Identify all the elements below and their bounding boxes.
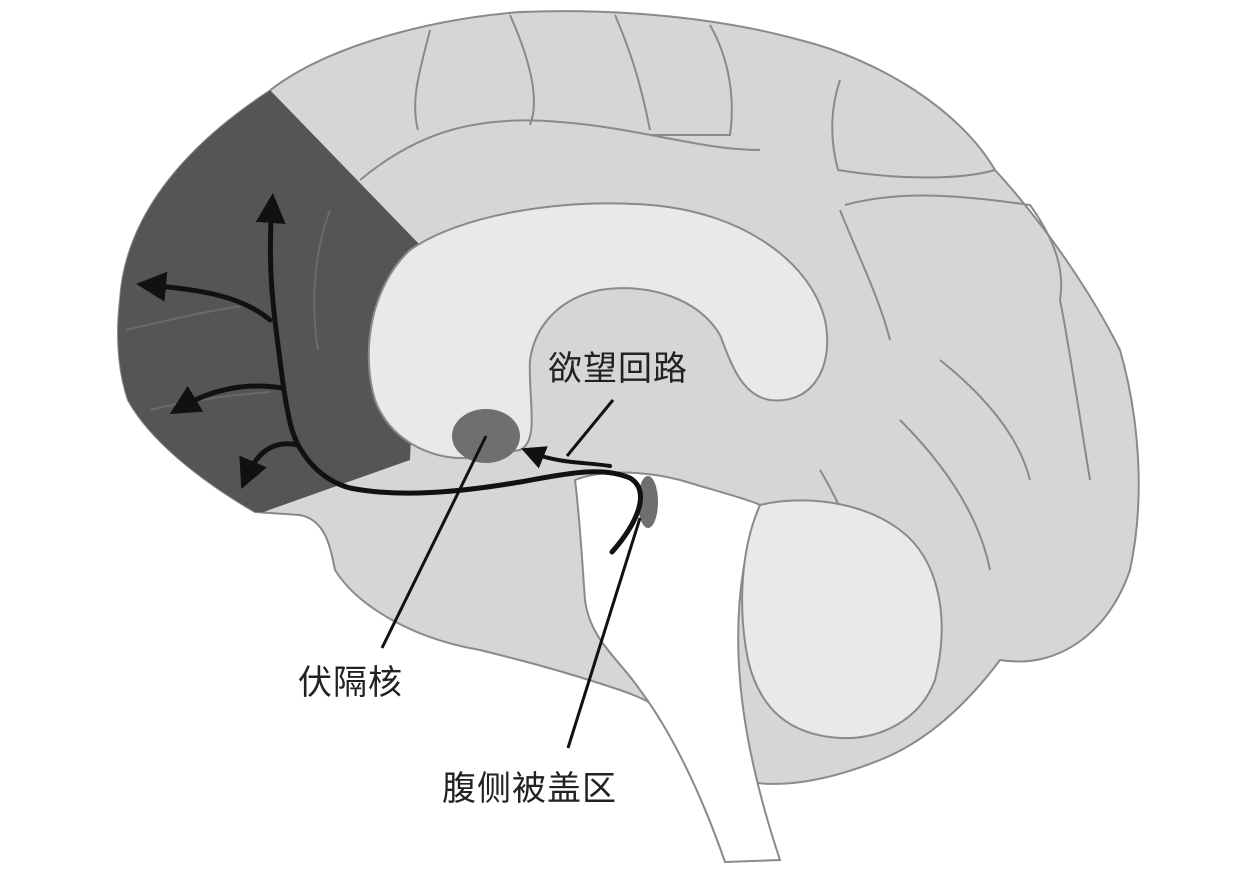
nucleus-accumbens-label: 伏隔核: [298, 663, 403, 703]
corpus-callosum: [367, 202, 829, 460]
ventral-tegmental-area-label: 腹侧被盖区: [442, 769, 617, 809]
gyri-lines: [359, 14, 1091, 601]
reward-pathway-label: 欲望回路: [548, 349, 688, 389]
leader-lines: [380, 399, 642, 749]
dopamine-pathway: [136, 193, 643, 555]
brainstem: [573, 471, 782, 864]
ventral-tegmental-area-region: [638, 476, 658, 528]
cerebellum: [741, 499, 943, 740]
